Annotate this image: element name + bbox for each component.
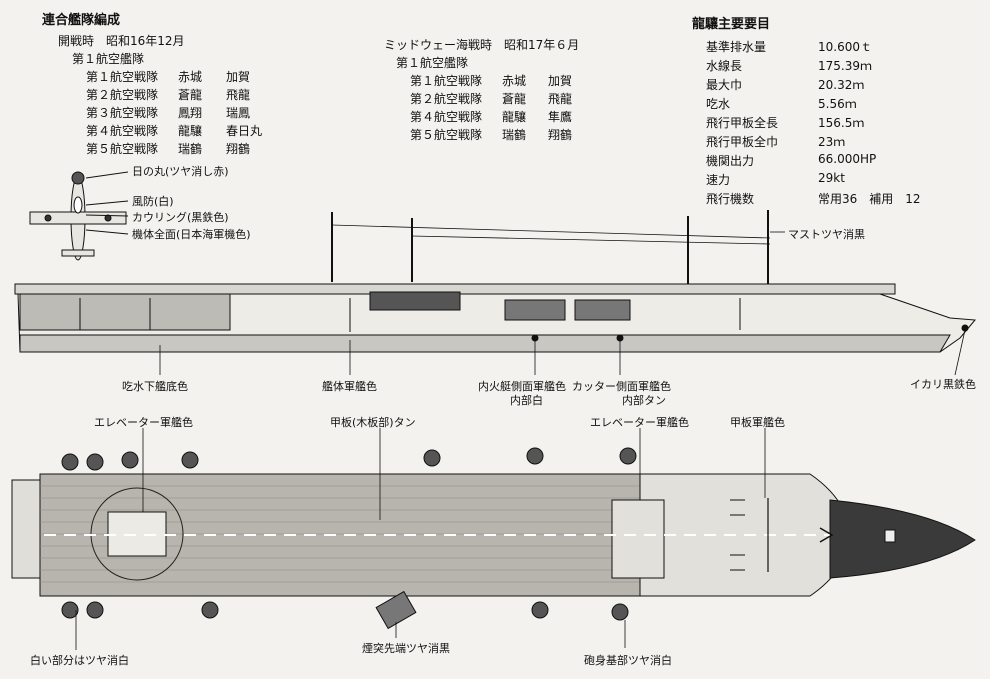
plane-note-hinomaru: 日の丸(ツヤ消し赤) bbox=[132, 165, 229, 178]
fleet-title: 連合艦隊編成 bbox=[42, 13, 121, 28]
label-cutter-1: カッター側面軍艦色 bbox=[572, 380, 671, 393]
label-cutter-2: 内部タン bbox=[622, 394, 666, 407]
top-leaders bbox=[75, 428, 766, 650]
col1-div-1-ship-2: 加賀 bbox=[226, 70, 251, 84]
col2-div-1-ship-2: 加賀 bbox=[548, 74, 573, 88]
masts bbox=[331, 210, 785, 286]
col2-div-3-ship-2: 隼鷹 bbox=[548, 110, 573, 124]
spec-value-5: 156.5ｍ bbox=[818, 116, 865, 130]
spec-label-7: 機関出力 bbox=[706, 154, 755, 168]
col1-div-2-ship-1: 蒼龍 bbox=[178, 88, 203, 102]
col1-div-3-ship-2: 瑞鳳 bbox=[226, 106, 251, 120]
plane-top-view bbox=[29, 171, 129, 261]
label-mast: マストツヤ消黒 bbox=[788, 228, 865, 241]
col2-div-3: 第４航空戦隊 bbox=[410, 110, 483, 124]
spec-label-6: 飛行甲板全巾 bbox=[706, 135, 779, 149]
fleet-col1-period: 開戦時 昭和16年12月 bbox=[58, 34, 185, 48]
label-anchor: イカリ黒鉄色 bbox=[910, 378, 976, 391]
col1-div-5-ship-1: 瑞鶴 bbox=[178, 142, 203, 156]
label-deck-steel: 甲板軍艦色 bbox=[730, 416, 785, 429]
col2-div-4-ship-2: 翔鶴 bbox=[548, 128, 573, 142]
spec-label-8: 速力 bbox=[706, 173, 731, 187]
spec-label-2: 水線長 bbox=[706, 59, 743, 73]
top-view bbox=[11, 447, 976, 630]
spec-label-3: 最大巾 bbox=[706, 78, 743, 92]
label-launch-1: 内火艇側面軍艦色 bbox=[478, 380, 566, 393]
col2-div-1: 第１航空戦隊 bbox=[410, 74, 483, 88]
col1-div-2: 第２航空戦隊 bbox=[86, 88, 159, 102]
spec-label-5: 飛行甲板全長 bbox=[706, 116, 779, 130]
spec-value-2: 175.39ｍ bbox=[818, 59, 872, 73]
col1-div-1: 第１航空戦隊 bbox=[86, 70, 159, 84]
spec-value-9: 常用36 補用 12 bbox=[818, 192, 921, 206]
col1-div-3-ship-1: 鳳翔 bbox=[178, 106, 203, 120]
spec-value-6: 23ｍ bbox=[818, 135, 846, 149]
spec-value-8: 29kt bbox=[818, 171, 845, 185]
fleet-col2-fleet: 第１航空艦隊 bbox=[396, 56, 469, 70]
fleet-col2-period: ミッドウェー海戦時 昭和17年６月 bbox=[384, 38, 580, 52]
plane-note-canopy: 風防(白) bbox=[132, 195, 174, 208]
side-leaders bbox=[159, 329, 966, 376]
col1-div-4-ship-1: 龍驤 bbox=[178, 124, 203, 138]
col2-div-1-ship-1: 赤城 bbox=[502, 74, 527, 88]
spec-label-9: 飛行機数 bbox=[706, 192, 755, 206]
col1-div-4: 第４航空戦隊 bbox=[86, 124, 159, 138]
col2-div-4: 第５航空戦隊 bbox=[410, 128, 483, 142]
label-below-waterline: 吃水下艦底色 bbox=[122, 380, 188, 393]
label-hull: 艦体軍艦色 bbox=[322, 380, 377, 393]
spec-value-7: 66.000HP bbox=[818, 152, 877, 166]
col1-div-5: 第５航空戦隊 bbox=[86, 142, 159, 156]
label-deck-wood: 甲板(木板部)タン bbox=[330, 416, 416, 429]
spec-value-4: 5.56ｍ bbox=[818, 97, 857, 111]
col2-div-2-ship-2: 飛龍 bbox=[548, 92, 573, 106]
label-white-parts: 白い部分はツヤ消白 bbox=[30, 654, 129, 667]
spec-label-4: 吃水 bbox=[706, 97, 731, 111]
col2-div-2-ship-1: 蒼龍 bbox=[502, 92, 527, 106]
plane-note-cowling: カウリング(黒鉄色) bbox=[132, 211, 229, 224]
plane-note-body: 機体全面(日本海軍機色) bbox=[132, 228, 251, 241]
side-profile bbox=[14, 283, 977, 353]
label-elevator-b: エレベーター軍艦色 bbox=[590, 416, 689, 429]
col1-div-3: 第３航空戦隊 bbox=[86, 106, 159, 120]
label-gun-base: 砲身基部ツヤ消白 bbox=[584, 654, 672, 667]
col2-div-3-ship-1: 龍驤 bbox=[502, 110, 527, 124]
col2-div-4-ship-1: 瑞鶴 bbox=[502, 128, 527, 142]
spec-value-3: 20.32ｍ bbox=[818, 78, 865, 92]
specs-title: 龍驤主要要目 bbox=[692, 17, 771, 32]
label-elevator-a: エレベーター軍艦色 bbox=[94, 416, 193, 429]
spec-label-1: 基準排水量 bbox=[706, 40, 767, 54]
col1-div-5-ship-2: 翔鶴 bbox=[226, 142, 251, 156]
label-launch-2: 内部白 bbox=[510, 394, 543, 407]
spec-value-1: 10.600ｔ bbox=[818, 40, 872, 54]
col1-div-1-ship-1: 赤城 bbox=[178, 70, 203, 84]
label-funnel-tip: 煙突先端ツヤ消黒 bbox=[362, 642, 450, 655]
col2-div-2: 第２航空戦隊 bbox=[410, 92, 483, 106]
fleet-col1-fleet: 第１航空艦隊 bbox=[72, 52, 145, 66]
col1-div-4-ship-2: 春日丸 bbox=[226, 124, 263, 138]
col1-div-2-ship-2: 飛龍 bbox=[226, 88, 251, 102]
